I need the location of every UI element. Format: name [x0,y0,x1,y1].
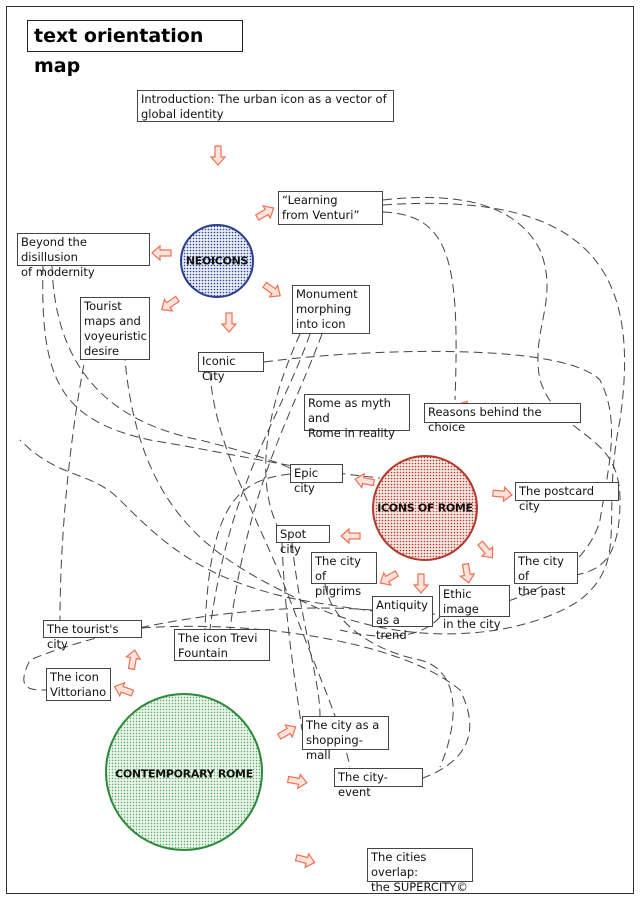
box-iconic-city: Iconic City [198,352,264,383]
box-icon-vittoriano: The icon Vittoriano [46,668,111,701]
box-rome-myth: Rome as myth and Rome in reality [304,394,410,440]
box-tourist-maps: Tourist maps and voyeuristic desire [80,297,150,360]
block-arrow-icon [220,312,238,333]
box-reasons: Reasons behind the choice [424,403,581,434]
block-arrow-icon [286,773,308,790]
box-city-of-pilgrims: The city of pilgrims [311,552,377,598]
block-arrow-icon [276,724,297,740]
box-antiquity: Antiquity as a trend [372,596,433,642]
neoicons-label: NEOICONS [185,254,249,268]
box-supercity: The cities overlap: the SUPERCITY© [367,848,473,894]
contemporary-rome-circle [105,693,263,851]
box-spot-city: Spot city [276,525,330,556]
block-arrow-icon [459,562,476,584]
dashed-link [281,542,303,731]
dashed-link [51,265,293,471]
dashed-link [209,333,311,630]
block-arrow-icon [209,145,227,166]
box-city-event: The city-event [334,768,423,799]
box-introduction: Introduction: The urban icon as a vector… [137,90,394,122]
block-arrow-icon [113,681,135,698]
box-learning-from-venturi: “Learning from Venturi” [278,191,383,225]
contemporary-rome-label: CONTEMPORARY ROME [115,767,253,781]
icons-of-rome-label: ICONS OF ROME [377,501,473,515]
block-arrow-icon [492,485,513,503]
dashed-link [141,625,471,779]
block-arrow-icon [340,527,361,545]
dashed-link [382,197,621,576]
dashed-link [324,583,454,768]
dashed-link [229,333,323,630]
box-icon-trevi: The icon Trevi Fountain [174,629,270,661]
block-arrow-icon [379,570,400,586]
box-postcard-city: The postcard city [515,482,619,513]
block-arrow-icon [294,852,316,869]
dashed-link [124,202,626,635]
block-arrow-icon [254,205,275,221]
block-arrow-icon [354,472,376,489]
dashed-link [265,333,301,536]
block-arrow-icon [151,244,172,262]
icons-of-rome-circle [372,455,478,561]
block-arrow-icon [477,540,494,559]
block-arrow-icon [161,295,180,312]
box-tourists-city: The tourist's city [43,620,142,651]
box-city-of-past: The city of the past [514,552,578,598]
box-shopping-mall: The city as a shopping-mall [302,716,389,762]
box-monument-morphing: Monument morphing into icon [292,285,370,334]
dashed-link [204,473,291,630]
dashed-link [23,607,373,691]
page-frame [6,6,634,894]
box-beyond-disillusion: Beyond the disillusion of modernity [17,233,150,279]
block-arrow-icon [262,281,281,298]
page-title: text orientation map [27,20,243,77]
dashed-link [382,211,457,401]
dashed-link [291,542,321,717]
box-epic-city: Epic city [290,464,343,495]
box-ethic-image: Ethic image in the city [439,585,510,631]
block-arrow-icon [125,649,142,671]
neoicons-circle [180,224,254,298]
dashed-link [19,350,612,615]
block-arrow-icon [412,573,430,594]
dashed-link [339,616,441,637]
